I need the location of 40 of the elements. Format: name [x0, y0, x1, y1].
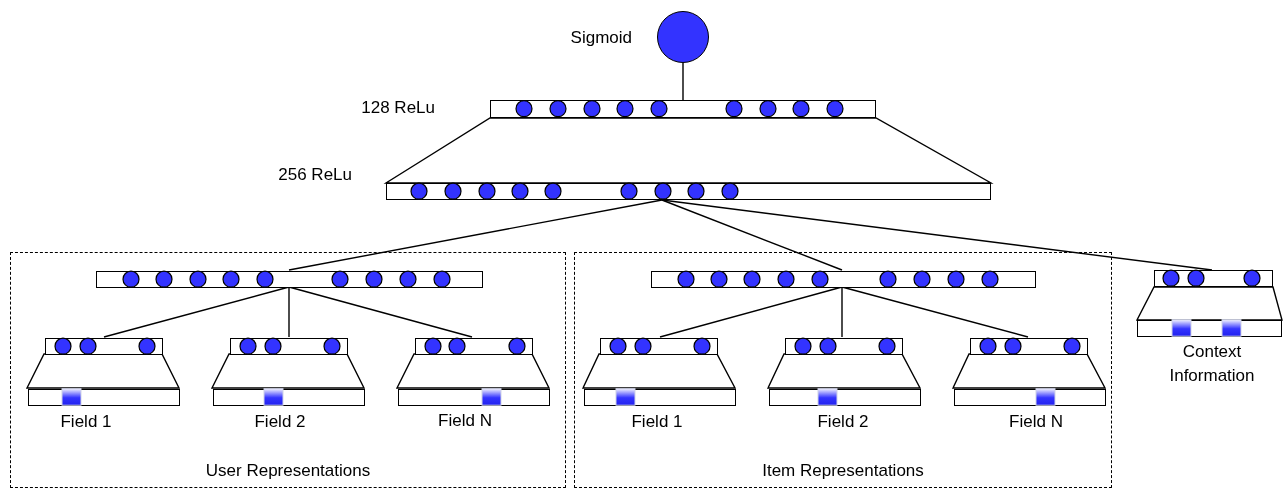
layer-label: Context Information	[1168, 341, 1256, 387]
layer-bar	[651, 271, 1036, 288]
layer-bar	[386, 183, 991, 200]
layer-bar	[398, 389, 550, 406]
layer-label: Field 2	[816, 411, 870, 433]
layer-bar	[213, 389, 365, 406]
layer-label: Field N	[437, 410, 493, 432]
neuron-circle	[657, 11, 709, 63]
layer-bar	[28, 389, 180, 406]
layer-label: Field 1	[59, 411, 113, 433]
group-title: Item Representations	[761, 461, 925, 481]
layer-label: Field 1	[630, 411, 684, 433]
connector-line	[383, 117, 994, 184]
layer-bar	[96, 271, 483, 288]
layer-bar	[785, 338, 903, 355]
layer-bar	[769, 389, 921, 406]
connector-line	[661, 199, 843, 271]
layer-bar	[490, 100, 876, 118]
layer-label: Field N	[1008, 411, 1064, 433]
connector-line	[1135, 286, 1283, 321]
connector-line	[288, 199, 663, 271]
dashed-group-box	[10, 252, 566, 488]
layer-bar	[970, 338, 1088, 355]
connector-line	[841, 286, 843, 338]
layer-bar	[584, 389, 736, 406]
layer-bar	[600, 338, 718, 355]
layer-bar	[415, 338, 533, 355]
layer-label: 128 ReLu	[360, 97, 435, 119]
group-title: User Representations	[204, 461, 372, 481]
layer-label: Field 2	[253, 411, 307, 433]
connector-line	[288, 286, 290, 338]
layer-bar	[230, 338, 348, 355]
layer-label: Sigmoid	[569, 27, 632, 49]
layer-bar	[954, 389, 1106, 406]
layer-bar	[1137, 320, 1282, 337]
connector-line	[682, 62, 684, 101]
layer-label: 256 ReLu	[277, 164, 352, 186]
layer-bar	[45, 338, 163, 355]
layer-bar	[1154, 270, 1273, 287]
dashed-group-box	[574, 252, 1112, 488]
